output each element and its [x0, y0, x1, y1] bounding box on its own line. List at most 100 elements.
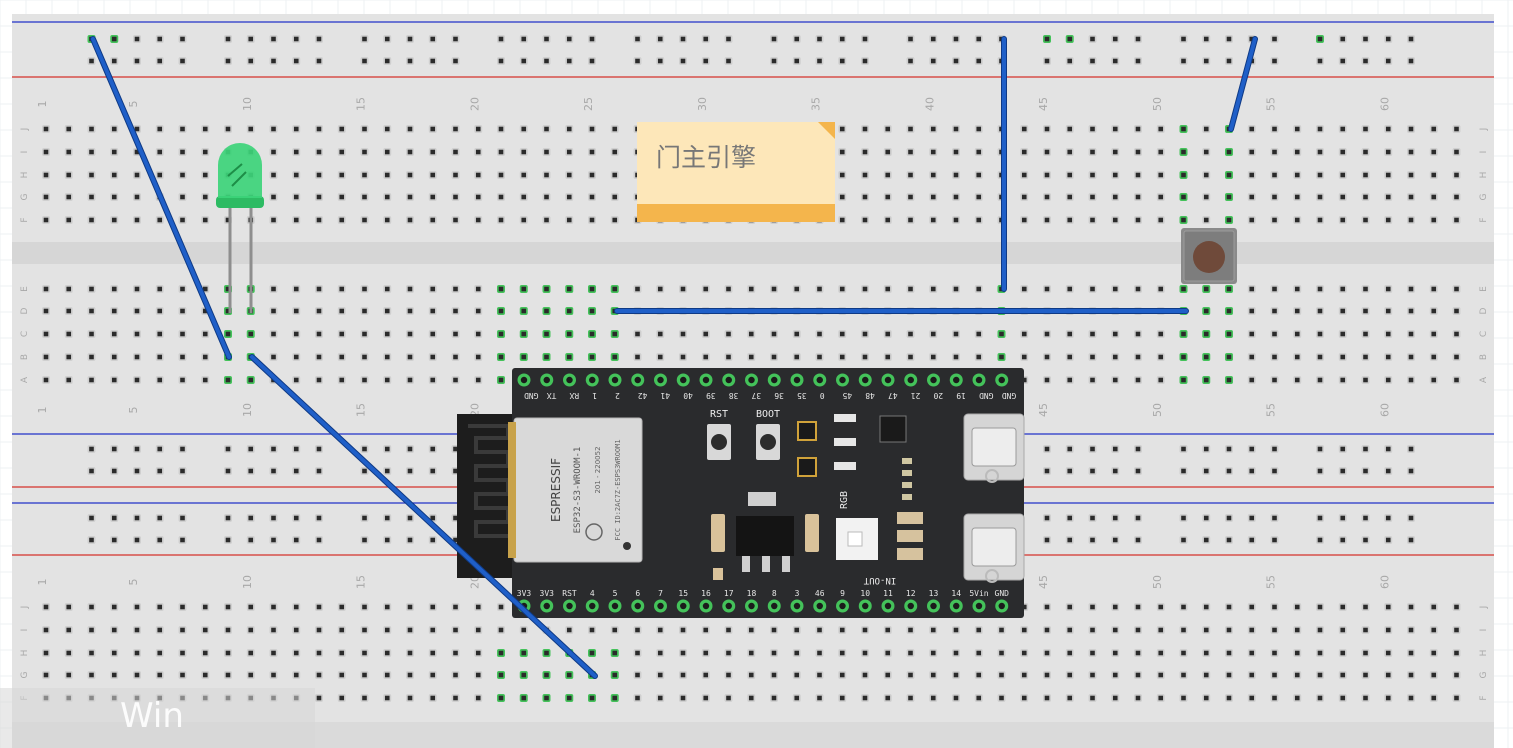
breadboard-hole-center [339, 194, 345, 200]
breadboard-hole-center [1067, 650, 1073, 656]
breadboard-hole-center [1454, 354, 1459, 360]
sticky-note-fold [818, 122, 835, 139]
breadboard-hole-center [612, 149, 618, 155]
breadboard-hole-center [498, 149, 504, 155]
breadboard-hole-center [1385, 36, 1391, 42]
breadboard-hole-center [908, 126, 913, 132]
breadboard-hole-center [271, 354, 276, 360]
column-number: 25 [582, 97, 595, 111]
breadboard-hole-center [1294, 627, 1300, 633]
breadboard-hole-center [953, 217, 959, 223]
esp-bottom-pin-hole [725, 602, 732, 610]
breadboard-hole-center [362, 217, 367, 223]
breadboard-hole-center [316, 537, 322, 543]
breadboard-hole-center [1044, 604, 1050, 610]
breadboard-hole-center [180, 36, 185, 42]
breadboard-hole-center [339, 217, 345, 223]
breadboard-hole-center [384, 604, 390, 610]
breadboard-hole-center [271, 650, 276, 656]
breadboard-hole-center [89, 194, 94, 200]
breadboard-hole-center [1385, 286, 1391, 292]
breadboard-hole-center [1203, 36, 1209, 42]
esp-top-pin-label: RX [569, 391, 579, 400]
breadboard-hole-center [1112, 354, 1118, 360]
breadboard-hole-center [1431, 149, 1437, 155]
breadboard-hole-center [1363, 58, 1368, 64]
breadboard-hole-center [1294, 308, 1300, 314]
breadboard-hole-center [1340, 650, 1346, 656]
breadboard-hole-center [589, 627, 595, 633]
breadboard-hole-center [1226, 537, 1232, 543]
breadboard-hole-center [1067, 194, 1073, 200]
esp-top-pin-label: 45 [842, 391, 852, 400]
esp-bottom-pin-hole [589, 602, 596, 610]
breadboard-hole-center [1135, 627, 1141, 633]
breadboard-hole-center [453, 515, 458, 521]
breadboard-hole-center [202, 354, 208, 360]
breadboard-hole-center [430, 58, 436, 64]
breadboard-hole-center [43, 354, 49, 360]
breadboard-hole-center [1431, 331, 1437, 337]
breadboard-hole-center [453, 331, 458, 337]
breadboard-hole-center [384, 286, 390, 292]
breadboard-hole-center [521, 36, 527, 42]
breadboard-hole-center [726, 58, 731, 64]
breadboard-hole-center [1021, 286, 1027, 292]
esp-top-pin-label: 36 [774, 391, 784, 400]
breadboard-hole-center [521, 149, 527, 155]
column-number: 50 [1151, 403, 1164, 417]
breadboard-hole-center [111, 308, 117, 314]
breadboard-hole-center [1431, 172, 1437, 178]
breadboard-hole-center [111, 354, 117, 360]
breadboard-center-gap [12, 242, 1494, 264]
esp-top-pin-label: 47 [888, 391, 898, 400]
breadboard-hole-center [225, 627, 231, 633]
breadboard-hole-center [1408, 308, 1414, 314]
breadboard-hole-center [1135, 446, 1141, 452]
breadboard-hole-center [202, 172, 208, 178]
esp-top-pin-hole [634, 376, 641, 384]
breadboard-hole-center [316, 627, 322, 633]
breadboard-hole-center [680, 672, 686, 678]
breadboard-hole-center [1067, 672, 1073, 678]
breadboard-hole-center [953, 194, 959, 200]
breadboard-hole-center [1408, 149, 1414, 155]
breadboard-hole-center [407, 672, 413, 678]
breadboard-hole-center [316, 377, 322, 383]
breadboard-hole-center [225, 515, 231, 521]
breadboard-hole-center [1090, 126, 1095, 132]
breadboard-hole-center [66, 194, 72, 200]
breadboard-hole-center [157, 468, 163, 474]
breadboard-hole-center [635, 695, 640, 701]
breadboard-hole-center [293, 126, 299, 132]
breadboard-hole-center [1181, 537, 1186, 543]
breadboard-hole-center [498, 650, 504, 656]
breadboard-hole-center [180, 377, 185, 383]
breadboard-hole-center [1431, 650, 1437, 656]
ce-mark [585, 523, 603, 541]
breadboard-hole-center [1158, 604, 1164, 610]
breadboard-hole-center [384, 172, 390, 178]
breadboard-hole-center [566, 308, 572, 314]
breadboard-hole-center [43, 286, 49, 292]
esp-top-pin-label: 48 [865, 391, 875, 400]
breadboard-hole-center [1272, 672, 1277, 678]
breadboard-hole-center [475, 627, 481, 633]
breadboard-hole-center [293, 308, 299, 314]
breadboard-hole-center [43, 331, 49, 337]
breadboard-hole-center [384, 515, 390, 521]
esp-bottom-pin-label: 46 [815, 589, 825, 598]
breadboard-hole-center [157, 446, 163, 452]
breadboard-hole-center [1363, 194, 1368, 200]
breadboard-hole-center [66, 286, 72, 292]
smd-inductor [897, 548, 923, 560]
row-letter: A [20, 376, 30, 383]
breadboard-hole-center [1385, 194, 1391, 200]
breadboard-hole-center [316, 149, 322, 155]
breadboard-hole-center [475, 217, 481, 223]
breadboard-hole-center [976, 58, 982, 64]
esp-top-pin-hole [771, 376, 778, 384]
breadboard-hole-center [839, 217, 845, 223]
breadboard-hole-center [635, 331, 640, 337]
